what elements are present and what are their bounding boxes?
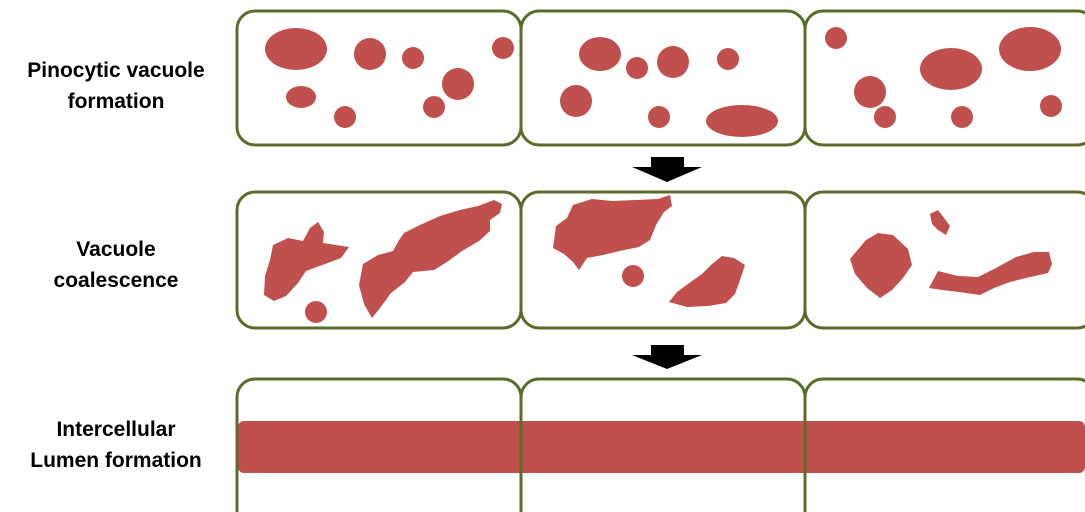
coalescing-vacuole xyxy=(553,195,672,270)
coalescing-vacuole xyxy=(359,200,502,318)
vacuole xyxy=(560,85,592,117)
vacuole xyxy=(854,76,886,108)
vacuole xyxy=(999,27,1061,71)
down-arrow-icon xyxy=(632,157,702,182)
coalescing-vacuole xyxy=(264,222,349,301)
coalescing-vacuole xyxy=(669,256,745,307)
vacuole xyxy=(334,106,356,128)
coalescing-vacuole xyxy=(930,210,950,235)
arrows xyxy=(632,157,702,369)
cell xyxy=(237,11,521,145)
vacuole xyxy=(648,106,670,128)
vacuoles xyxy=(238,27,1085,473)
vacuole xyxy=(423,96,445,118)
vacuole xyxy=(579,37,621,71)
coalescing-vacuole xyxy=(929,252,1052,295)
intercellular-lumen xyxy=(238,421,1085,473)
down-arrow-icon xyxy=(632,345,702,369)
vacuole xyxy=(626,57,648,79)
vacuole xyxy=(951,106,973,128)
vacuole xyxy=(825,27,847,49)
vacuole xyxy=(1040,95,1062,117)
vacuole xyxy=(920,48,982,90)
vacuole xyxy=(286,86,316,108)
vacuole xyxy=(874,106,896,128)
coalescing-vacuole xyxy=(850,233,912,298)
vacuole xyxy=(354,38,386,70)
vacuole xyxy=(717,48,739,70)
vacuole xyxy=(492,37,514,59)
vacuole xyxy=(265,28,327,70)
vacuole xyxy=(305,301,327,323)
vacuole xyxy=(622,265,644,287)
vacuole xyxy=(402,47,424,69)
vacuole xyxy=(706,105,778,137)
vacuole xyxy=(442,68,474,100)
vacuole xyxy=(657,46,689,78)
